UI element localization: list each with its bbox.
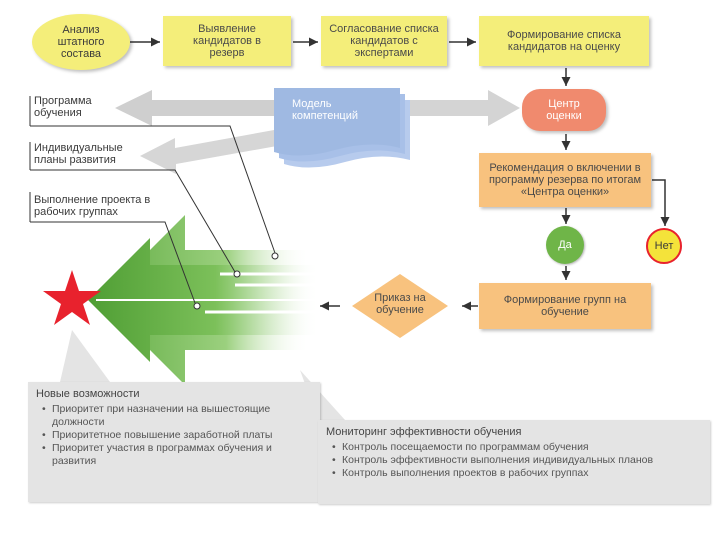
- list-item: Контроль эффективности выполнения индиви…: [332, 454, 702, 467]
- training-label: Программа обучения: [34, 95, 92, 119]
- opportunities-list: Приоритет при назначении на вышестоящие …: [36, 403, 312, 468]
- order-label: Приказ на обучение: [374, 292, 426, 316]
- no-circle[interactable]: Нет: [646, 228, 682, 264]
- yes-label: Да: [558, 239, 572, 251]
- assessment-center-box[interactable]: Центр оценки: [522, 89, 606, 131]
- form-list-label: Формирование списка кандидатов на оценку: [506, 29, 622, 53]
- callout-pointer-opportunities: [60, 330, 110, 382]
- star-icon: [43, 270, 101, 325]
- list-item: Приоритетное повышение заработной платы: [42, 429, 312, 442]
- model-layer-1: [274, 88, 400, 156]
- recommend-label: Рекомендация о включении в программу рез…: [488, 162, 642, 198]
- identify-label: Выявление кандидатов в резерв: [193, 23, 261, 59]
- form-groups-box[interactable]: Формирование групп на обучение: [479, 283, 651, 329]
- analysis-label: Анализ штатного состава: [57, 24, 105, 60]
- monitoring-panel: Мониторинг эффективности обучения Контро…: [318, 420, 710, 504]
- order-diamond[interactable]: Приказ на обучение: [350, 272, 450, 340]
- analysis-oval[interactable]: Анализ штатного состава: [32, 14, 130, 70]
- opportunities-title: Новые возможности: [36, 388, 140, 400]
- list-item: Контроль посещаемости по программам обуч…: [332, 441, 702, 454]
- no-label: Нет: [654, 240, 674, 252]
- identify-box[interactable]: Выявление кандидатов в резерв: [163, 16, 291, 66]
- recommend-box[interactable]: Рекомендация о включении в программу рез…: [479, 153, 651, 207]
- list-item: Контроль выполнения проектов в рабочих г…: [332, 467, 702, 480]
- form-groups-label: Формирование групп на обучение: [503, 294, 627, 318]
- assessment-center-label: Центр оценки: [546, 98, 582, 122]
- opportunities-panel: Новые возможности Приоритет при назначен…: [28, 382, 320, 502]
- connector-training: [30, 125, 276, 254]
- list-item: Приоритет участия в программах обучения …: [42, 442, 312, 468]
- projects-label: Выполнение проекта в рабочих группах: [34, 194, 151, 218]
- connector-projects: [30, 221, 196, 304]
- agree-label: Согласование списка кандидатов с эксперт…: [329, 23, 439, 59]
- yes-circle[interactable]: Да: [546, 226, 584, 264]
- form-list-box[interactable]: Формирование списка кандидатов на оценку: [479, 16, 649, 66]
- monitoring-title: Мониторинг эффективности обучения: [326, 426, 522, 438]
- grey-arrow-training: [115, 90, 282, 126]
- grey-arrow-plans: [140, 128, 288, 174]
- list-item: Приоритет при назначении на вышестоящие …: [42, 403, 312, 429]
- model-label: Модель компетенций: [292, 98, 359, 122]
- agree-box[interactable]: Согласование списка кандидатов с эксперт…: [321, 16, 447, 66]
- arrow-recommend-no: [652, 179, 670, 226]
- connector-plans: [30, 169, 236, 273]
- monitoring-list: Контроль посещаемости по программам обуч…: [326, 441, 702, 480]
- grey-arrow-center: [405, 90, 520, 126]
- plans-label: Индивидуальные планы развития: [34, 142, 123, 166]
